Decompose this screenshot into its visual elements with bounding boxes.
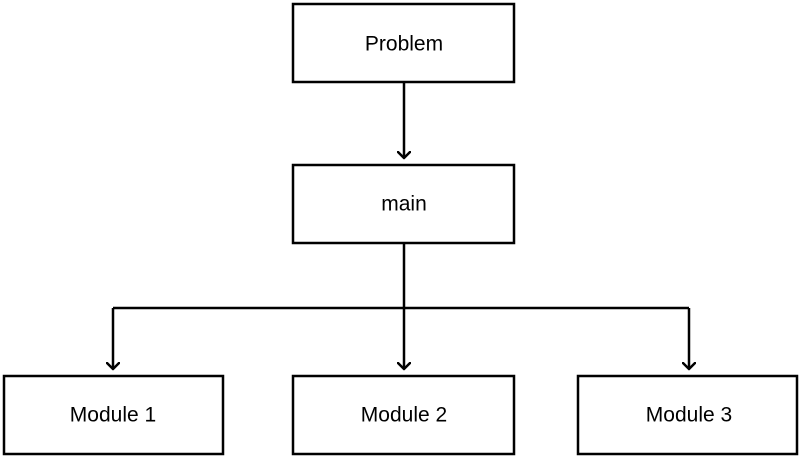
node-main-box [291,163,516,245]
node-module3: Module 3 [576,374,799,456]
node-main-label: main [381,193,427,216]
node-module1-box [2,374,225,456]
node-problem-label: Problem [365,33,443,56]
node-problem-box [291,2,516,84]
node-module1-label: Module 1 [70,404,156,427]
node-module3-label: Module 3 [646,404,732,427]
node-module2-label: Module 2 [361,404,447,427]
connectors [113,82,689,369]
node-module1: Module 1 [2,374,225,456]
node-problem: Problem [291,2,516,84]
node-module2-box [291,374,516,456]
node-module3-box [576,374,799,456]
node-module2: Module 2 [291,374,516,456]
node-main: main [291,163,516,245]
